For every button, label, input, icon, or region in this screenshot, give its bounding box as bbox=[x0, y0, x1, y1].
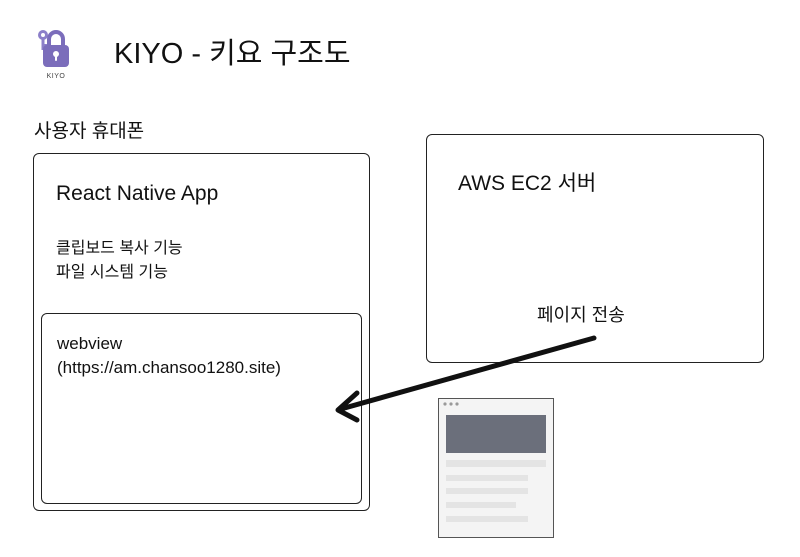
transfer-label: 페이지 전송 bbox=[537, 305, 625, 325]
webview-label: webview bbox=[57, 334, 123, 353]
webview-url: (https://am.chansoo1280.site) bbox=[57, 358, 281, 377]
server-title: AWS EC2 서버 bbox=[458, 172, 597, 195]
page-title: KIYO - 키요 구조도 bbox=[114, 38, 351, 70]
aws-ec2-server-box: AWS EC2 서버 페이지 전송 bbox=[426, 134, 764, 363]
feature-clipboard: 클립보드 복사 기능 bbox=[56, 240, 183, 257]
key-icon bbox=[38, 30, 48, 50]
feature-filesystem: 파일 시스템 기능 bbox=[56, 264, 168, 281]
device-label: 사용자 휴대폰 bbox=[34, 121, 145, 142]
app-title: React Native App bbox=[56, 182, 219, 205]
logo-caption: KIYO bbox=[46, 73, 66, 80]
webpage-thumbnail-icon bbox=[438, 398, 554, 538]
kiyo-logo-icon bbox=[38, 30, 69, 67]
webview-box: webview (https://am.chansoo1280.site) bbox=[41, 313, 362, 504]
